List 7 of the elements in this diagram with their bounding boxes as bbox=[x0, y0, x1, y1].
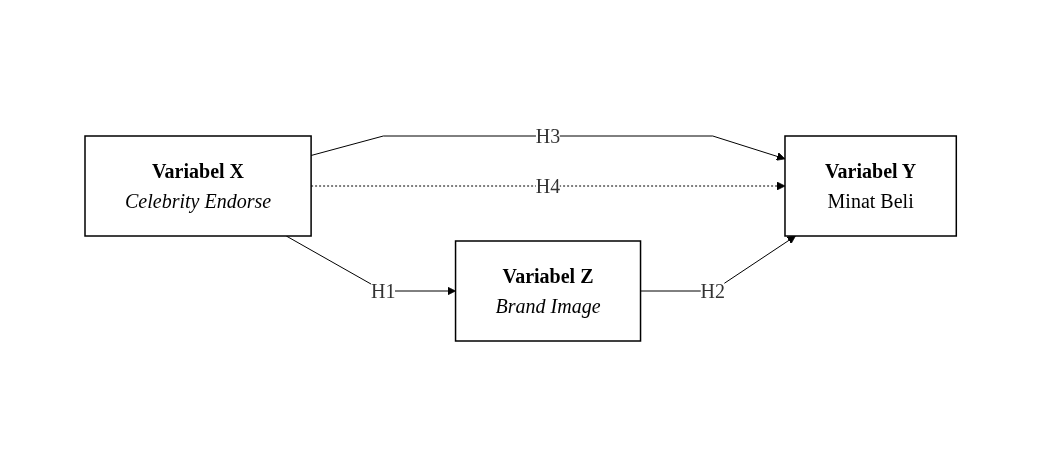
node-box: Variabel Y Minat Beli bbox=[784, 134, 957, 237]
node-box: Variabel X Celebrity Endorse bbox=[84, 134, 312, 237]
edge-label: H3 bbox=[535, 124, 561, 147]
edge-label: H2 bbox=[700, 279, 725, 302]
edge-label: H1 bbox=[370, 279, 396, 302]
edge-label: H4 bbox=[535, 174, 561, 197]
node-box: Variabel Z Brand Image bbox=[454, 239, 642, 342]
